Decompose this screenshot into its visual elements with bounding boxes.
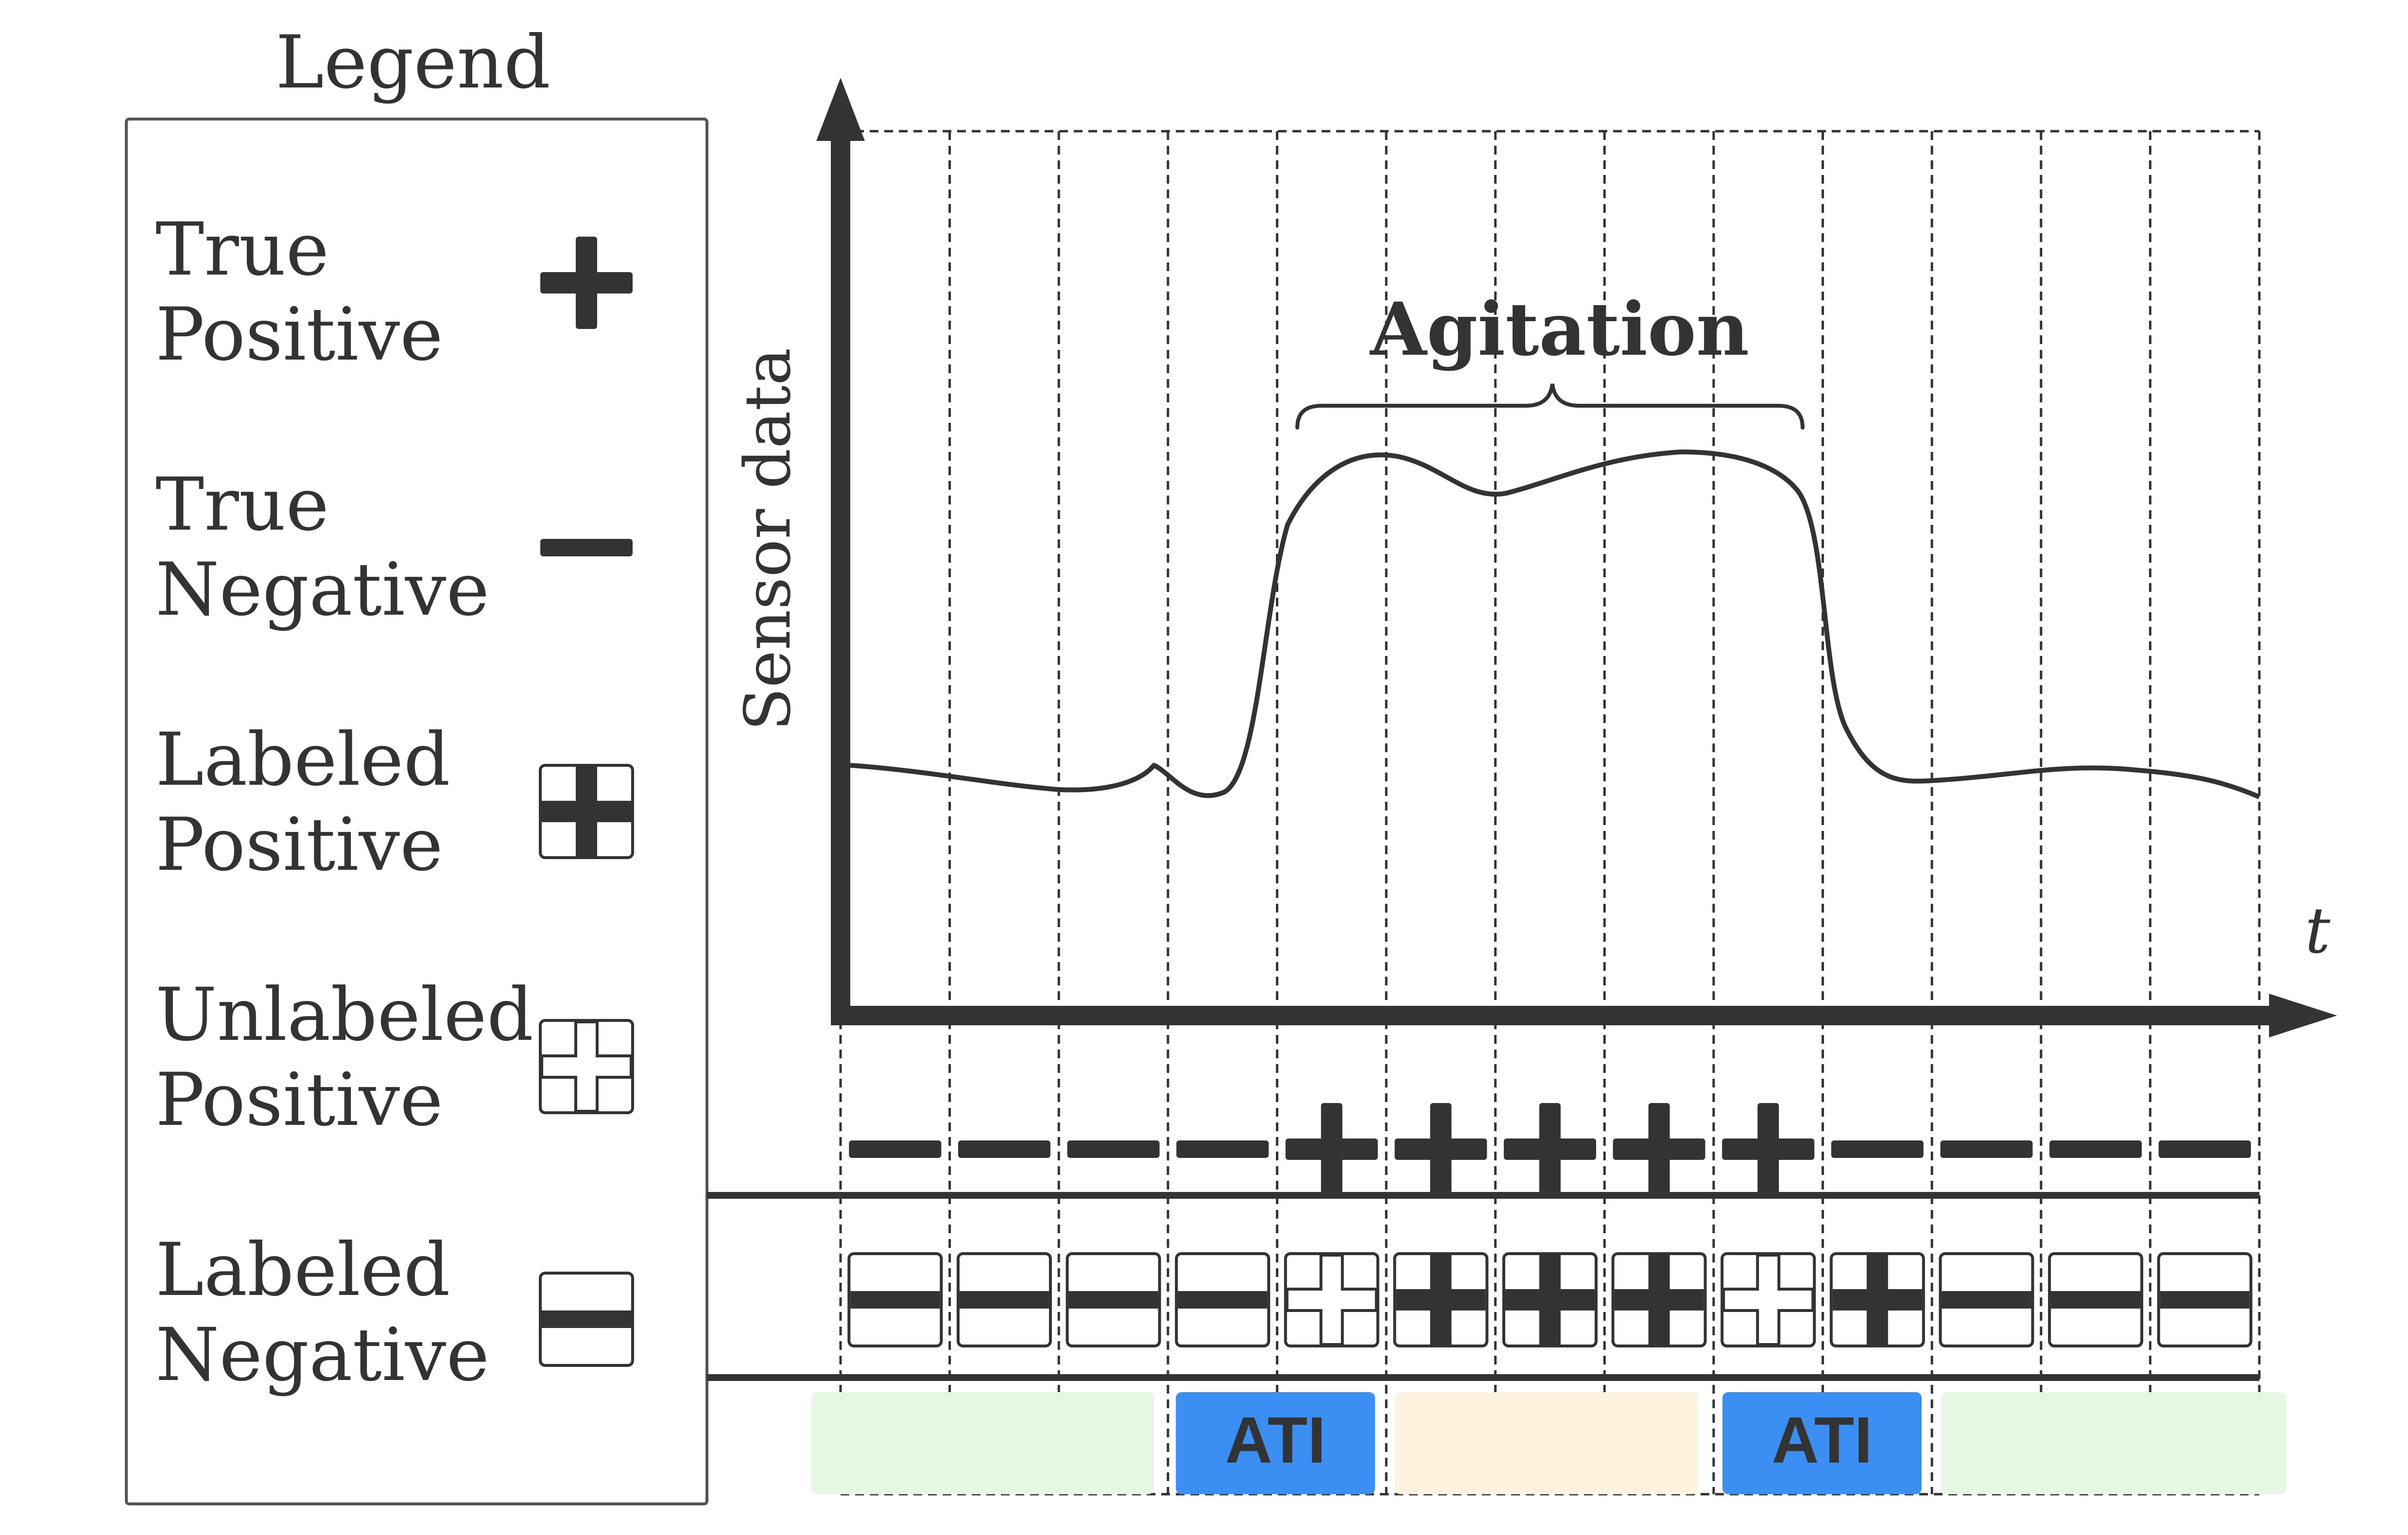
y-axis-arrowhead	[816, 78, 865, 141]
legend-item-label-line2: Negative	[155, 548, 489, 632]
boxed-plus-icon	[540, 765, 633, 858]
x-axis: t	[831, 894, 2337, 1037]
legend-item-label-line2: Positive	[155, 293, 443, 377]
y-axis-label: Sensor data	[731, 348, 805, 731]
true-positive-mark	[1722, 1103, 1815, 1195]
true-negative-mark	[1067, 1140, 1160, 1158]
outlined-plus-icon	[540, 1020, 633, 1113]
true-negative-mark	[1176, 1140, 1269, 1158]
true-negative-mark	[2049, 1140, 2142, 1158]
true-negative-mark	[1940, 1140, 2033, 1158]
labeled-negative-mark	[1940, 1254, 2032, 1346]
legend-item-labeled-positive: Labeled Positive	[155, 718, 633, 887]
labeled-negative-mark	[849, 1254, 941, 1346]
legend-item-label-line1: True	[155, 463, 329, 547]
legend-item-labeled-negative: Labeled Negative	[155, 1228, 633, 1397]
labeled-negative-mark	[2049, 1254, 2142, 1346]
labeled-negative-mark	[2159, 1254, 2251, 1346]
legend-box	[125, 118, 708, 1505]
true-positive-mark	[1504, 1103, 1596, 1195]
true-negative-mark	[1831, 1140, 1924, 1158]
legend-item-label-line1: Labeled	[155, 1228, 450, 1312]
x-axis-arrowhead	[2269, 994, 2337, 1037]
legend-item-true-positive: True Positive	[155, 207, 633, 377]
ati-band-label: ATI	[1225, 1403, 1325, 1477]
labeled-negative-mark	[1067, 1254, 1160, 1346]
labeled-negative-mark	[1176, 1254, 1269, 1346]
true-positive-mark	[1613, 1103, 1705, 1195]
legend-item-label-line2: Negative	[155, 1313, 489, 1397]
legend-title: Legend	[275, 20, 550, 105]
legend-item-label-line2: Positive	[155, 1058, 443, 1142]
y-axis: Sensor data	[731, 78, 865, 1018]
true-positive-mark	[1394, 1103, 1487, 1195]
labeled-negative-mark	[958, 1254, 1050, 1346]
true-negative-mark	[2158, 1140, 2251, 1158]
minus-icon	[540, 539, 633, 556]
ati-band-label: ATI	[1772, 1403, 1872, 1477]
window-grid	[839, 130, 2261, 1496]
labeled-positive-mark	[1613, 1254, 1705, 1346]
normal-band	[811, 1392, 1154, 1494]
legend-item-label-line2: Positive	[155, 803, 443, 887]
normal-band	[1941, 1392, 2286, 1494]
labeled-positive-mark	[1831, 1254, 1924, 1346]
legend-item-unlabeled-positive: Unlabeled Positive	[155, 973, 633, 1142]
boxed-minus-icon	[540, 1273, 633, 1365]
unlabeled-positive-mark	[1722, 1254, 1814, 1346]
agitation-annotation: Agitation	[1295, 287, 1805, 430]
legend-item-label-line1: Unlabeled	[155, 973, 533, 1057]
ati-band	[1722, 1392, 1922, 1494]
true-negative-mark	[849, 1140, 942, 1158]
legend-item-label-line1: Labeled	[155, 718, 450, 802]
agitation-label: Agitation	[1369, 287, 1749, 372]
agitation-band	[1394, 1392, 1698, 1494]
x-axis-label: t	[2305, 894, 2331, 967]
legend: Legend True Positive True Negative Label…	[125, 20, 708, 1505]
legend-item-label-line1: True	[155, 207, 329, 292]
labeled-positive-mark	[1504, 1254, 1596, 1346]
true-positive-mark	[1285, 1103, 1378, 1195]
sensor-signal-curve	[850, 449, 2260, 799]
unlabeled-positive-mark	[1286, 1254, 1378, 1346]
ati-band	[1176, 1392, 1375, 1494]
labeled-positive-mark	[1394, 1254, 1487, 1346]
agitation-brace	[1295, 383, 1805, 430]
plot-area: Sensor data t Agitation ATI ATI	[707, 78, 2337, 1496]
bottom-bands: ATI ATI	[811, 1392, 2286, 1494]
legend-item-true-negative: True Negative	[155, 463, 633, 632]
true-negative-mark	[958, 1140, 1050, 1158]
